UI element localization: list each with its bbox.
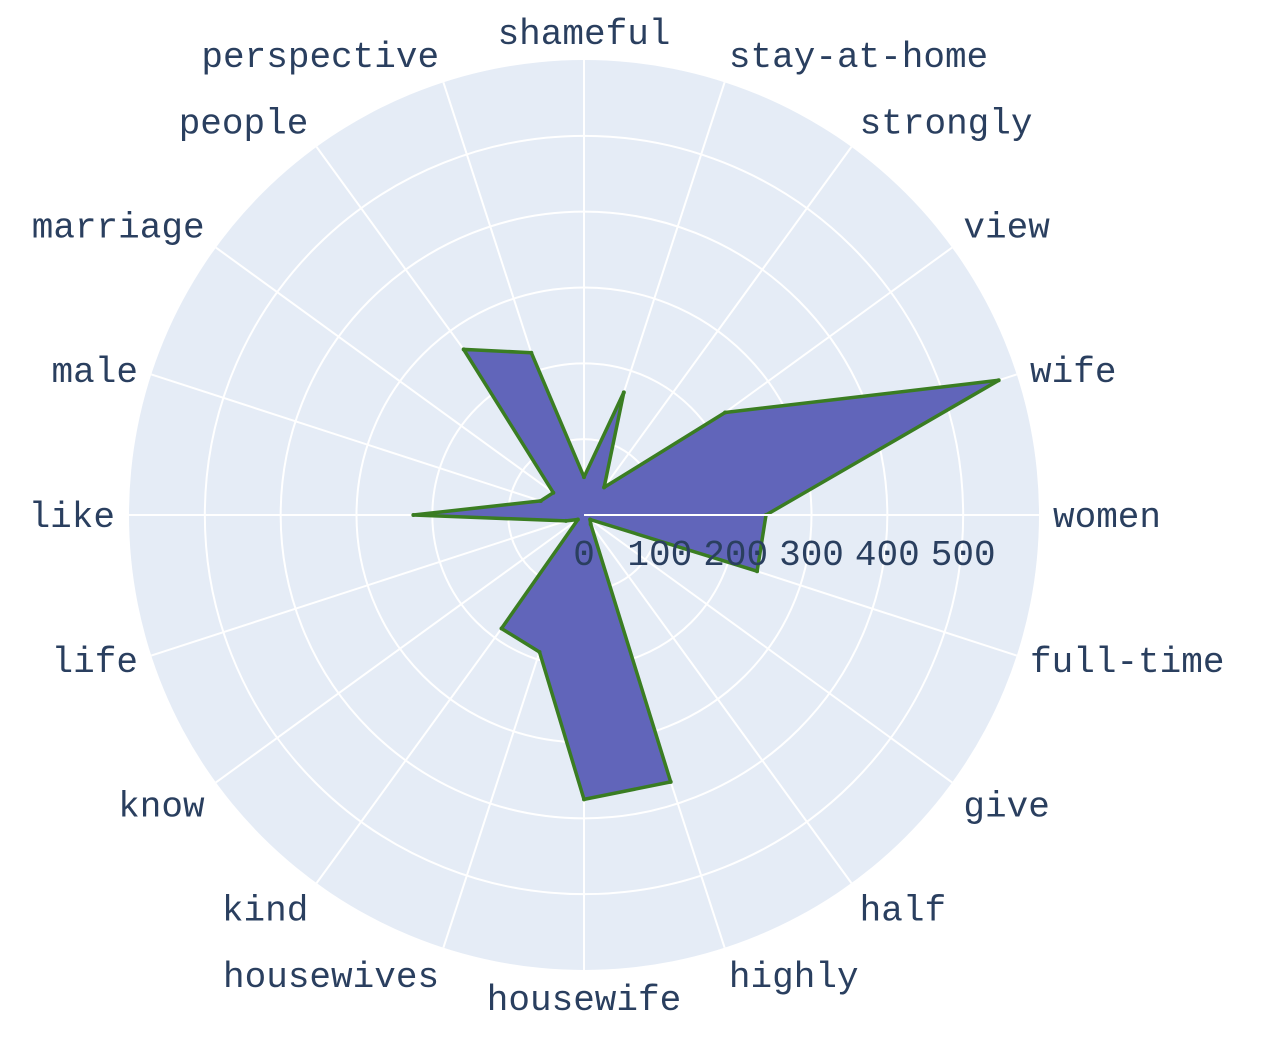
category-label-perspective: perspective — [201, 37, 439, 78]
category-label-stay-at-home: stay-at-home — [729, 37, 988, 78]
data-point-highly — [668, 779, 673, 784]
data-point-life — [563, 518, 568, 523]
category-label-know: know — [118, 787, 205, 828]
series-layer — [411, 347, 1001, 802]
data-point-male — [538, 498, 543, 503]
spoke-know — [215, 514, 585, 784]
category-label-marriage: marriage — [32, 207, 205, 248]
category-label-kind: kind — [222, 890, 308, 931]
tick-label-300: 300 — [779, 535, 844, 576]
data-point-people — [461, 347, 466, 352]
spoke-life — [150, 514, 585, 657]
data-point-like — [411, 513, 416, 517]
category-label-wife: wife — [1030, 352, 1116, 393]
data-point-wife — [996, 378, 1001, 383]
data-point-shameful — [582, 475, 586, 480]
data-point-housewife — [582, 797, 586, 802]
category-labels: women wife view strongly stay-at-home shamefu… — [29, 14, 1225, 1021]
category-label-housewives: housewives — [223, 957, 439, 998]
category-label-give: give — [963, 787, 1049, 828]
category-label-shameful: shameful — [498, 14, 671, 55]
data-point-marriage — [551, 490, 556, 495]
spoke-half — [583, 514, 853, 884]
spoke-give — [583, 514, 953, 784]
spoke-male — [150, 373, 585, 516]
tick-label-100: 100 — [627, 535, 692, 576]
spoke-marriage — [215, 246, 585, 516]
tick-label-200: 200 — [703, 535, 768, 576]
category-label-half: half — [860, 890, 946, 931]
category-label-women: women — [1053, 497, 1161, 538]
tick-label-500: 500 — [931, 535, 996, 576]
category-label-life: life — [52, 642, 138, 683]
radial-tick-labels: 0 100 200 300 400 500 — [573, 514, 1039, 576]
tick-label-400: 400 — [855, 535, 920, 576]
spoke-strongly — [583, 146, 853, 516]
category-label-strongly: strongly — [860, 104, 1033, 145]
category-label-male: male — [52, 352, 138, 393]
category-label-view: view — [963, 207, 1050, 248]
category-label-people: people — [179, 104, 309, 145]
category-label-like: like — [29, 497, 115, 538]
category-label-full-time: full-time — [1030, 642, 1224, 683]
data-point-view — [723, 410, 728, 415]
data-point-housewives — [537, 650, 542, 655]
data-point-half — [588, 522, 593, 527]
data-point-full-time — [755, 569, 760, 574]
data-point-kind — [499, 626, 504, 631]
data-point-stay-at-home — [621, 390, 626, 395]
data-point-strongly — [602, 485, 607, 490]
tick-label-0: 0 — [573, 535, 595, 576]
data-point-give — [588, 517, 593, 522]
data-point-perspective — [529, 350, 534, 355]
category-label-highly: highly — [729, 957, 859, 998]
data-point-know — [575, 517, 580, 522]
category-label-housewife: housewife — [487, 980, 681, 1021]
